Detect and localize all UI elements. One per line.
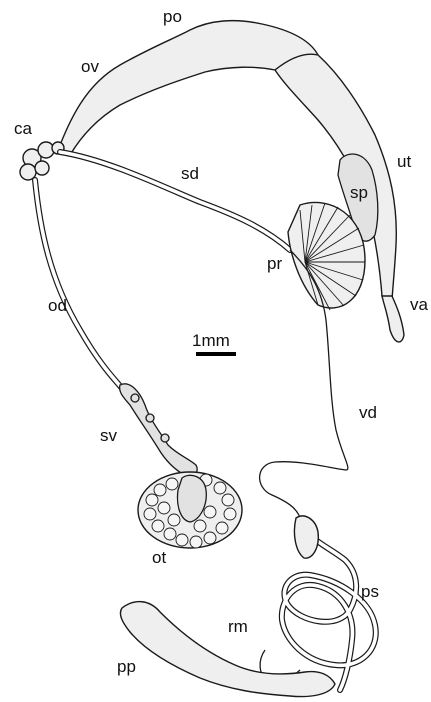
label-sp: sp — [350, 183, 368, 202]
label-pr: pr — [267, 254, 282, 273]
label-ca: ca — [14, 119, 33, 138]
ovotestis — [138, 472, 242, 548]
label-ut: ut — [397, 152, 411, 171]
hermaphrodite-duct — [35, 180, 128, 395]
sperm-duct — [60, 152, 290, 250]
label-ov: ov — [81, 57, 99, 76]
label-ps: ps — [361, 582, 379, 601]
carrefour — [20, 142, 64, 180]
label-sv: sv — [100, 426, 118, 445]
vagina — [382, 296, 404, 342]
label-po: po — [163, 7, 182, 26]
label-pp: pp — [117, 657, 136, 676]
label-rm: rm — [228, 617, 248, 636]
label-ot: ot — [152, 548, 166, 567]
penis-sheath — [282, 516, 376, 690]
label-sd: sd — [181, 164, 199, 183]
pallial-oviduct — [58, 21, 318, 155]
seminal-vesicle — [120, 384, 198, 477]
label-scale: 1mm — [192, 331, 230, 350]
label-od: od — [48, 296, 67, 315]
label-va: va — [410, 295, 429, 314]
label-vd: vd — [359, 403, 377, 422]
